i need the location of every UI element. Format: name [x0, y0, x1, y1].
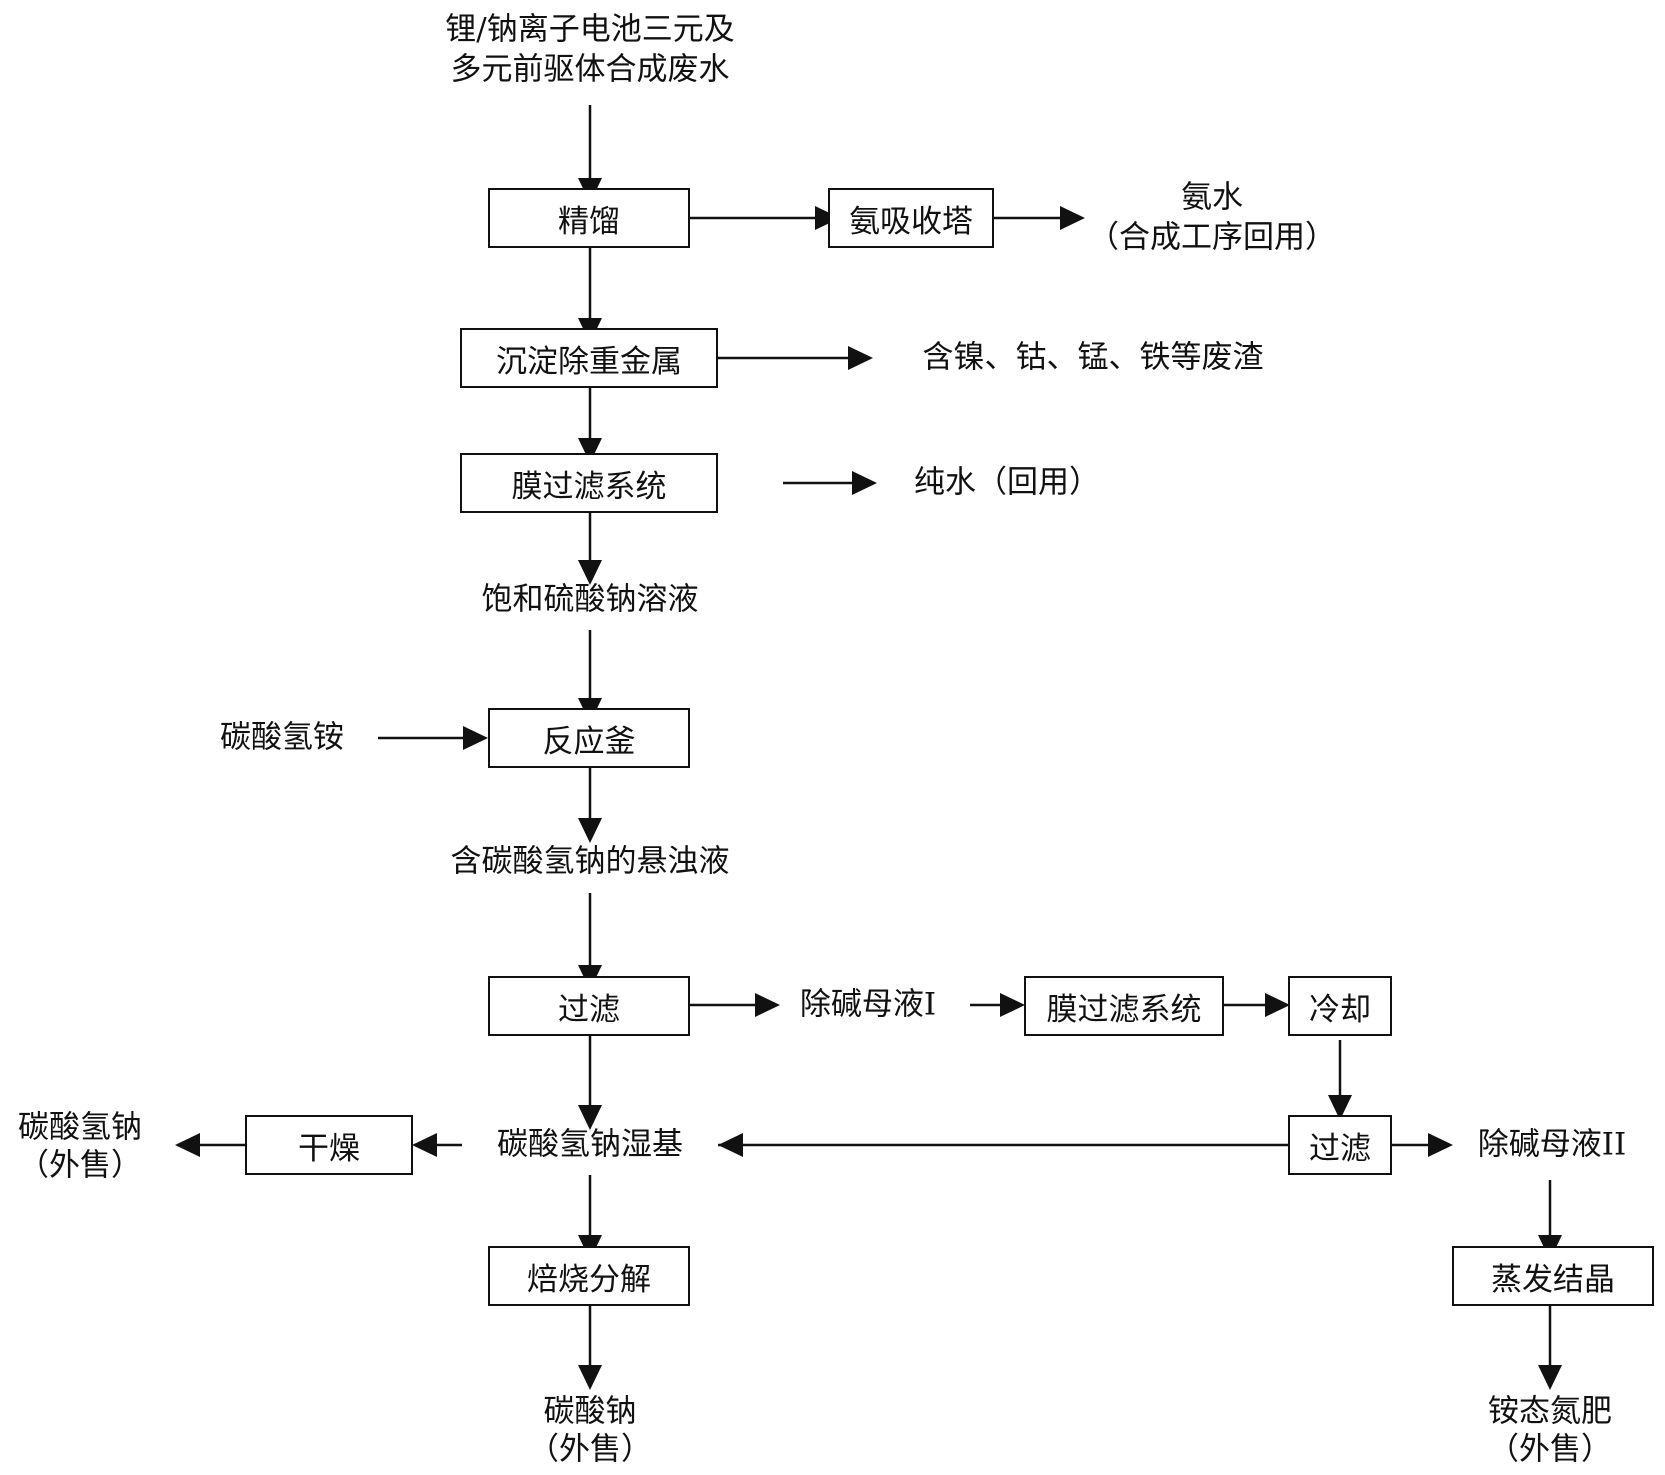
nitrogen-fertilizer-label: 铵态氮肥 — [1488, 1393, 1612, 1430]
source-line-2: 多元前驱体合成废水 — [450, 51, 730, 88]
membrane-filter-box-1: 膜过滤系统 — [460, 453, 718, 513]
ammonia-tower-box: 氨吸收塔 — [828, 188, 994, 248]
suspension-label: 含碳酸氢钠的悬浊液 — [450, 843, 730, 880]
filter-box-1: 过滤 — [488, 976, 690, 1036]
slag-label: 含镍、钴、锰、铁等废渣 — [922, 339, 1264, 376]
sodium-carbonate-label: 碳酸钠 — [543, 1393, 637, 1430]
roasting-box: 焙烧分解 — [488, 1246, 690, 1306]
sale-label-3: （外售） — [1488, 1431, 1612, 1468]
evaporation-box: 蒸发结晶 — [1452, 1246, 1654, 1306]
cooling-box: 冷却 — [1288, 976, 1392, 1036]
reactor-box: 反应釜 — [488, 708, 690, 768]
sodium-bicarbonate-product-label: 碳酸氢钠 — [18, 1109, 142, 1146]
ammonia-reuse-label: （合成工序回用） — [1088, 219, 1336, 256]
precipitate-box: 沉淀除重金属 — [460, 328, 718, 388]
mother-liquor-1-label: 除碱母液I — [799, 986, 937, 1023]
distill-box: 精馏 — [488, 188, 690, 248]
ammonia-water-label: 氨水 — [1181, 179, 1243, 216]
saturated-sodium-sulfate-label: 饱和硫酸钠溶液 — [481, 581, 699, 618]
sale-label-1: （外售） — [18, 1147, 142, 1184]
membrane-filter-box-2: 膜过滤系统 — [1024, 976, 1224, 1036]
mother-liquor-2-label: 除碱母液II — [1477, 1126, 1627, 1163]
ammonium-bicarbonate-label: 碳酸氢铵 — [220, 719, 344, 756]
wet-base-label: 碳酸氢钠湿基 — [497, 1126, 683, 1163]
filter-box-2: 过滤 — [1288, 1115, 1392, 1175]
source-line-1: 锂/钠离子电池三元及 — [445, 11, 735, 48]
sale-label-2: （外售） — [528, 1431, 652, 1468]
pure-water-label: 纯水（回用） — [914, 464, 1100, 501]
drying-box: 干燥 — [245, 1115, 413, 1175]
